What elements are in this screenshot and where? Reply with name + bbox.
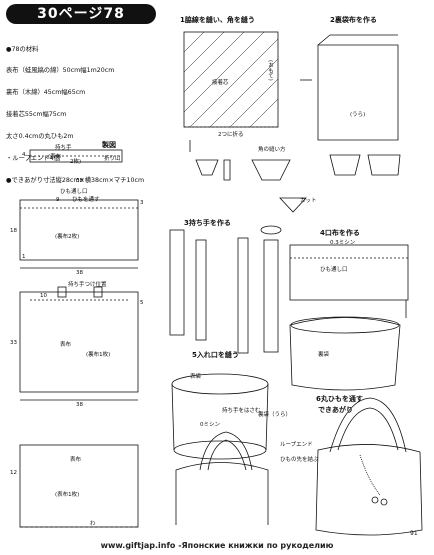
bottom-pattern bbox=[19, 444, 139, 528]
lining-bag-label: 裏袋（うら） bbox=[258, 412, 292, 418]
dim-height: 18 bbox=[10, 228, 17, 234]
materials-line: 裏布（木綿）45cm幅65cm bbox=[6, 89, 86, 97]
handle-position-label: 持ち手つけ位置 bbox=[68, 282, 107, 288]
page-number: 91 bbox=[410, 530, 418, 537]
edge-open-label: ひも通し口 bbox=[320, 267, 348, 273]
step2-heading: 2裏袋布を作る bbox=[330, 16, 377, 24]
dim-height: 33 bbox=[10, 340, 17, 346]
stitch-label: 0.3ミシン bbox=[330, 240, 356, 246]
finished-heading: できあがり bbox=[318, 406, 353, 414]
fold-label: 折り山 bbox=[104, 156, 121, 162]
step3-heading: 3持ち手を作る bbox=[184, 219, 231, 227]
lining-pattern bbox=[19, 199, 139, 261]
materials-line: ●できあがり寸法縦28cm×横38cm×マチ10cm bbox=[6, 176, 145, 184]
cord-opening-label: ひも通し口 bbox=[60, 189, 88, 195]
outer-piece: (裏布1枚) bbox=[86, 352, 111, 358]
knot-label: ひもの先を結ぶ bbox=[280, 457, 319, 463]
fold-wa: わ bbox=[90, 521, 96, 527]
outer-label: 表布 bbox=[60, 342, 72, 348]
diagram-title: 製図 bbox=[102, 141, 116, 149]
materials-line: ●78の材料 bbox=[6, 45, 39, 53]
step1-panel bbox=[183, 31, 279, 128]
handle-cloth: (表布 bbox=[48, 154, 62, 160]
materials-line: 接着芯55cm幅75cm bbox=[6, 111, 67, 119]
step6-heading: 6丸ひもを通す bbox=[316, 395, 363, 403]
fold-two-label: 2つに折る bbox=[218, 132, 244, 138]
step4-tube bbox=[289, 317, 401, 391]
cord-through-label: ひもを通す bbox=[72, 197, 100, 203]
omote-label: (おもて) bbox=[267, 60, 273, 81]
step4-heading: 4口布を作る bbox=[320, 229, 360, 237]
ura-label: (うら) bbox=[350, 112, 366, 118]
handle-strip-1 bbox=[169, 229, 185, 336]
loop-end-label: ループエンド bbox=[280, 442, 313, 448]
dim-3: 3 bbox=[140, 200, 144, 206]
stitch2-label: 0ミシン bbox=[200, 422, 220, 428]
dim-10: 10 bbox=[40, 293, 47, 299]
materials-line: 表布（蛙風縞の綿）50cm幅1m20cm bbox=[6, 67, 115, 75]
dim-9: 9 bbox=[56, 197, 60, 203]
dim-1: 1 bbox=[22, 254, 26, 260]
bottom-label: (表布1枚) bbox=[55, 492, 80, 498]
outer-name: 表布 bbox=[70, 457, 82, 463]
dim-5: 5 bbox=[140, 300, 144, 306]
cut-label: カット bbox=[300, 198, 317, 204]
mouth-cloth bbox=[289, 244, 409, 301]
adhesive-label: 接着芯 bbox=[212, 80, 229, 86]
footer-watermark: www.giftjap.info -Японские книжки по рук… bbox=[100, 541, 334, 550]
finished-bag bbox=[315, 444, 423, 536]
dim-width: 38 bbox=[76, 178, 83, 184]
sandwich-label: 表袋 bbox=[190, 374, 202, 380]
handle-count: 2枚) bbox=[70, 159, 82, 165]
inner-label: 裏袋 bbox=[318, 352, 330, 358]
step2-panel bbox=[317, 44, 399, 141]
dim-12: 12 bbox=[10, 470, 17, 476]
step5-heading: 5入れ口を縫う bbox=[192, 351, 239, 359]
dim-4: 4 bbox=[22, 152, 26, 158]
handle-label: 持ち手 bbox=[55, 145, 72, 151]
page-title: 30ページ78 bbox=[6, 4, 156, 24]
dim-width: 38 bbox=[76, 270, 83, 276]
dim-width: 38 bbox=[76, 402, 83, 408]
materials-line: ・ループエンド4個 bbox=[6, 155, 61, 163]
materials-list: ●78の材料 表布（蛙風縞の綿）50cm幅1m20cm 裏布（木綿）45cm幅6… bbox=[6, 31, 144, 192]
corner-sew-label: 角の縫い方 bbox=[258, 147, 286, 153]
handle-side-label: 持ち手をはさむ bbox=[222, 408, 261, 414]
outer-pattern bbox=[19, 291, 139, 393]
step1-heading: 1脇線を縫い、角を縫う bbox=[180, 16, 255, 24]
lining-label: (裏布2枚) bbox=[55, 234, 80, 240]
materials-line: 太さ0.4cmの丸ひも2m bbox=[6, 133, 74, 141]
